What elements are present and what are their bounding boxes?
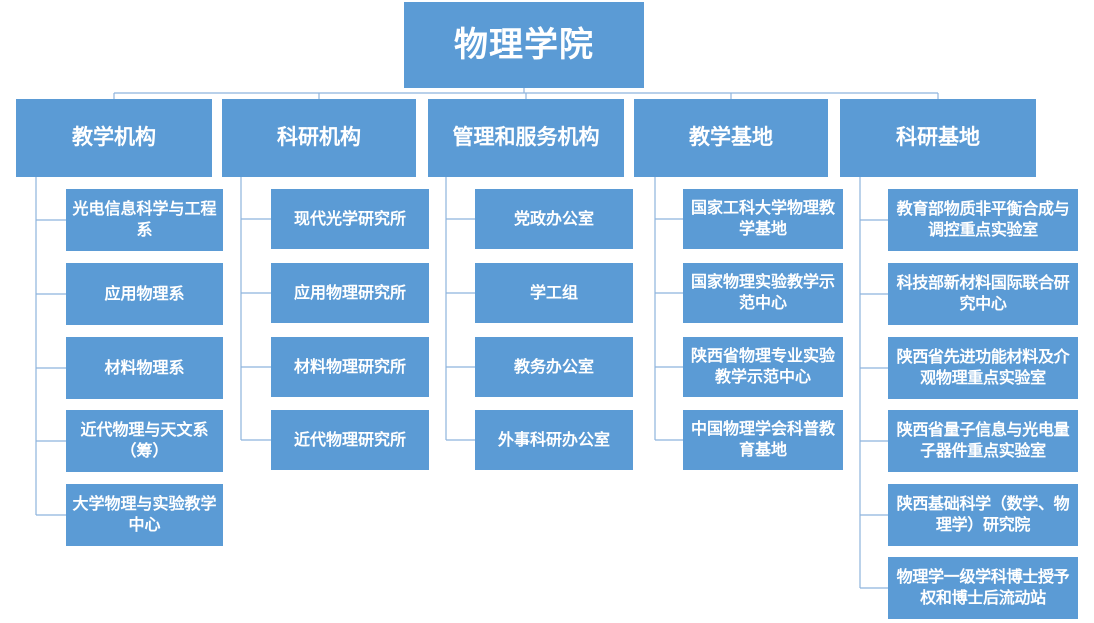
- item-management-1: 学工组: [475, 263, 633, 323]
- item-teaching-base-3: 中国物理学会科普教育基地: [683, 410, 843, 470]
- item-teaching-2: 材料物理系: [66, 337, 223, 399]
- item-teaching-base-2: 陕西省物理专业实验教学示范中心: [683, 337, 843, 397]
- item-research-base-4: 陕西基础科学（数学、物理学）研究院: [888, 484, 1078, 546]
- item-research-base-5: 物理学一级学科博士授予权和博士后流动站: [888, 557, 1078, 619]
- branch-teaching-bases: 教学基地: [634, 99, 828, 177]
- item-teaching-3: 近代物理与天文系（筹）: [66, 410, 223, 472]
- item-teaching-4: 大学物理与实验教学中心: [66, 484, 223, 546]
- item-teaching-base-1: 国家物理实验教学示范中心: [683, 263, 843, 323]
- branch-research-institutions: 科研机构: [222, 99, 416, 177]
- item-research-2: 材料物理研究所: [271, 337, 429, 397]
- item-research-base-3: 陕西省量子信息与光电量子器件重点实验室: [888, 410, 1078, 472]
- item-research-base-2: 陕西省先进功能材料及介观物理重点实验室: [888, 337, 1078, 399]
- item-teaching-base-0: 国家工科大学物理教学基地: [683, 189, 843, 249]
- item-research-3: 近代物理研究所: [271, 410, 429, 470]
- branch-teaching-institutions: 教学机构: [16, 99, 212, 177]
- root-node: 物理学院: [404, 2, 644, 88]
- item-teaching-0: 光电信息科学与工程系: [66, 189, 223, 251]
- branch-management-services: 管理和服务机构: [428, 99, 624, 177]
- item-management-3: 外事科研办公室: [475, 410, 633, 470]
- item-research-1: 应用物理研究所: [271, 263, 429, 323]
- branch-research-bases: 科研基地: [840, 99, 1036, 177]
- item-research-base-0: 教育部物质非平衡合成与调控重点实验室: [888, 189, 1078, 251]
- item-research-0: 现代光学研究所: [271, 189, 429, 249]
- item-management-0: 党政办公室: [475, 189, 633, 249]
- item-teaching-1: 应用物理系: [66, 263, 223, 325]
- item-research-base-1: 科技部新材料国际联合研究中心: [888, 263, 1078, 325]
- item-management-2: 教务办公室: [475, 337, 633, 397]
